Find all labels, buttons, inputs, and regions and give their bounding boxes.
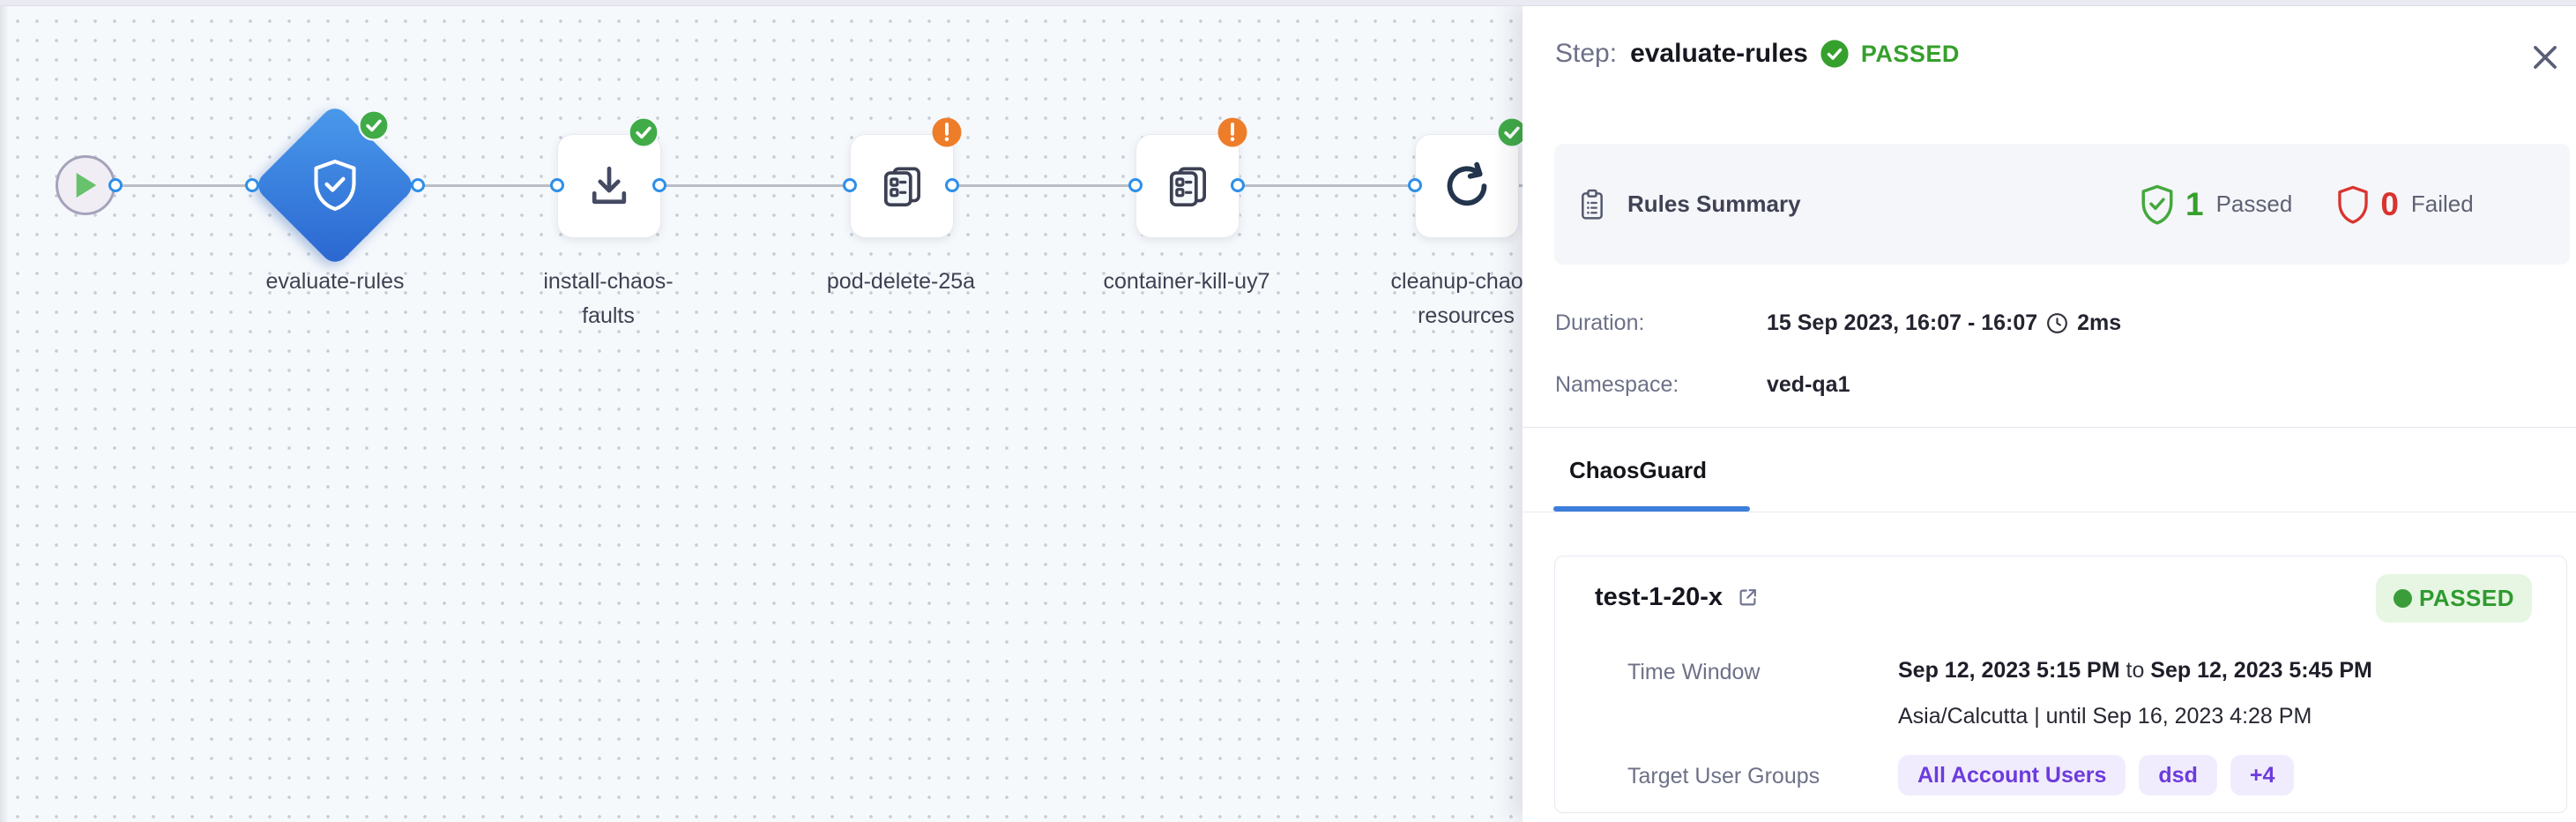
clipboard-icon [1582,189,1603,220]
node-cleanup-chaos-resources[interactable] [1415,134,1519,238]
passed-count: 1 [2185,185,2204,222]
retry-icon [1447,161,1487,206]
node-label: pod-delete-25a [826,269,976,294]
namespace-label: Namespace: [1555,372,1679,397]
success-badge-icon [628,116,659,148]
section-divider [1523,427,2576,428]
clock-icon [2047,313,2068,333]
port-container-in[interactable] [1128,178,1143,192]
node-label: evaluate-rules [265,269,405,294]
rules-summary-title: Rules Summary [1627,191,1801,217]
passed-label: Passed [2215,191,2293,217]
user-group-pill[interactable]: +4 [2230,755,2295,796]
status-dot-icon [2394,589,2412,608]
duration-value: 15 Sep 2023, 16:07 - 16:07 2ms [1767,310,2121,336]
canvas-edge-shade [0,0,9,822]
pipeline-canvas[interactable]: evaluate-rules install-chaos-faults pod-… [0,0,1523,822]
close-icon[interactable] [2528,41,2562,74]
shield-check-icon [314,159,356,212]
duration-range: 15 Sep 2023, 16:07 - 16:07 [1767,310,2038,335]
namespace-value: ved-qa1 [1767,372,1850,397]
time-window-label: Time Window [1627,660,1761,684]
node-container-kill-uy7[interactable] [1135,134,1240,238]
port-install-out[interactable] [652,178,666,192]
node-label: cleanup-chaos-resources [1390,269,1523,328]
duration-label: Duration: [1555,310,1645,335]
success-badge-icon [358,109,390,141]
step-details-panel: Step: evaluate-rules PASSED Rules [1523,0,2576,822]
success-badge-icon [1496,116,1523,148]
port-container-out[interactable] [1231,178,1245,192]
download-icon [592,166,627,205]
tab-chaosguard[interactable]: ChaosGuard [1569,457,1708,483]
duration-ms: 2ms [2077,310,2122,335]
port-start-out[interactable] [108,178,123,192]
step-name: evaluate-rules [1630,39,1808,68]
active-tab-underline [1553,506,1750,512]
play-icon [76,172,97,198]
warning-badge-icon [1217,117,1247,147]
failed-count: 0 [2380,185,2399,222]
port-evaluate-out[interactable] [411,178,425,192]
target-user-groups-label: Target User Groups [1627,764,1820,788]
external-link-icon[interactable] [1736,586,1760,609]
experiment-icon [1169,167,1206,207]
start-node[interactable] [56,155,115,215]
step-status-badge: PASSED [1860,40,1960,67]
condition-name: test-1-20-x [1595,583,1724,611]
port-install-in[interactable] [550,178,564,192]
user-group-pill[interactable]: All Account Users [1898,755,2126,796]
warning-badge-icon [932,117,962,147]
rules-summary-band: Rules Summary 1 Passed 0 Failed [1554,144,2570,265]
time-window-value: Sep 12, 2023 5:15 PM to Sep 12, 2023 5:4… [1898,658,2372,683]
chaosguard-condition-card: test-1-20-x PASSED Time Window Sep 12, 2… [1554,556,2567,813]
port-pod-out[interactable] [945,178,959,192]
rules-summary-left: Rules Summary [1578,144,1801,265]
node-label: container-kill-uy7 [1103,269,1270,294]
timezone-until-value: Asia/Calcutta | until Sep 16, 2023 4:28 … [1898,704,2312,729]
condition-status-badge: PASSED [2376,574,2532,623]
port-evaluate-in[interactable] [245,178,259,192]
step-label: Step: [1555,39,1618,68]
experiment-icon [883,167,920,207]
pipeline-edge [86,184,1523,187]
port-pod-in[interactable] [843,178,857,192]
check-circle-icon [1820,40,1849,68]
top-strip [0,0,2576,6]
shield-red-icon [2338,185,2369,224]
node-pod-delete-25a[interactable] [850,134,954,238]
node-label: install-chaos-faults [543,269,674,328]
node-install-chaos-faults[interactable] [557,134,661,238]
port-cleanup-in[interactable] [1408,178,1422,192]
target-user-groups: All Account Users dsd +4 [1898,755,2295,796]
failed-label: Failed [2410,191,2474,217]
shield-check-green-icon [2141,184,2173,225]
rules-summary-counts: 1 Passed 0 Failed [2138,144,2474,265]
user-group-pill[interactable]: dsd [2139,755,2217,796]
panel-header: Step: evaluate-rules PASSED [1555,39,1960,69]
